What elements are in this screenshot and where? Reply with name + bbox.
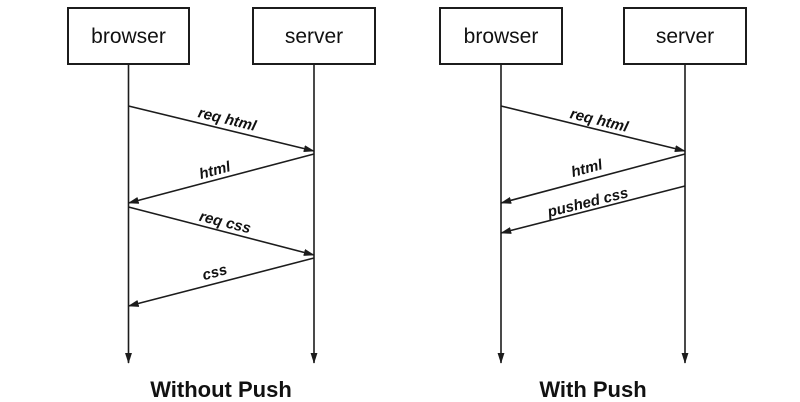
message-label-css: css [201,261,230,284]
diagram-title-without-push: Without Push [150,377,292,402]
actor-box-browser [439,7,563,65]
diagram-title-with-push: With Push [539,377,646,402]
message-label-req-css: req css [198,208,253,237]
actor-label-browser: browser [91,25,166,48]
message-arrow-html [127,153,315,204]
message-label-html: html [197,158,233,183]
actor-box-browser [67,7,190,65]
actor-label-server: server [285,25,343,48]
actor-box-server [623,7,747,65]
message-arrow-req-css [128,206,315,256]
message-label-pushed-css: pushed css [545,184,630,221]
message-label-req-html: req html [568,105,630,136]
message-arrow-html [500,153,686,204]
message-arrow-pushed-css [500,185,686,234]
message-arrow-css [127,257,315,307]
diagram-with-push: browser server req html html pushed css … [439,7,747,402]
diagram-without-push: browser server req html html req css css… [67,7,376,402]
message-arrow-req-html [128,105,315,152]
message-arrow-req-html [500,105,686,152]
actor-box-server [252,7,376,65]
actor-label-server: server [656,25,714,48]
actor-label-browser: browser [464,25,539,48]
